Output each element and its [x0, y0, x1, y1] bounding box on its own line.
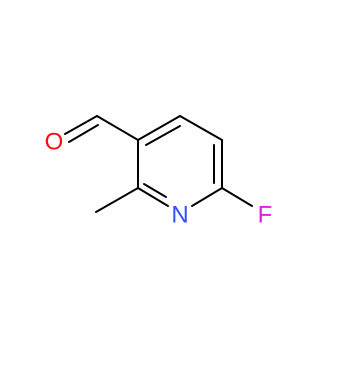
bond-n1-c2 [137, 187, 169, 207]
fluorine-atom-label: F [258, 201, 273, 228]
bond-c6-n1 [191, 187, 223, 207]
bond-c3-c4 [137, 115, 181, 141]
bond-aldehyde-co-inner [68, 124, 99, 143]
bond-c2-methyl [95, 187, 139, 213]
bond-c4-c5 [179, 115, 223, 141]
nitrogen-atom-label: N [171, 201, 188, 228]
bond-c3-c4-inner [145, 125, 181, 146]
oxygen-atom-label: O [45, 128, 64, 155]
bond-cho-to-c3 [96, 115, 139, 141]
bond-aldehyde-co-outer [64, 115, 98, 135]
bond-c6-fluorine [221, 187, 253, 207]
bond-n1-c2-inner [143, 183, 167, 198]
